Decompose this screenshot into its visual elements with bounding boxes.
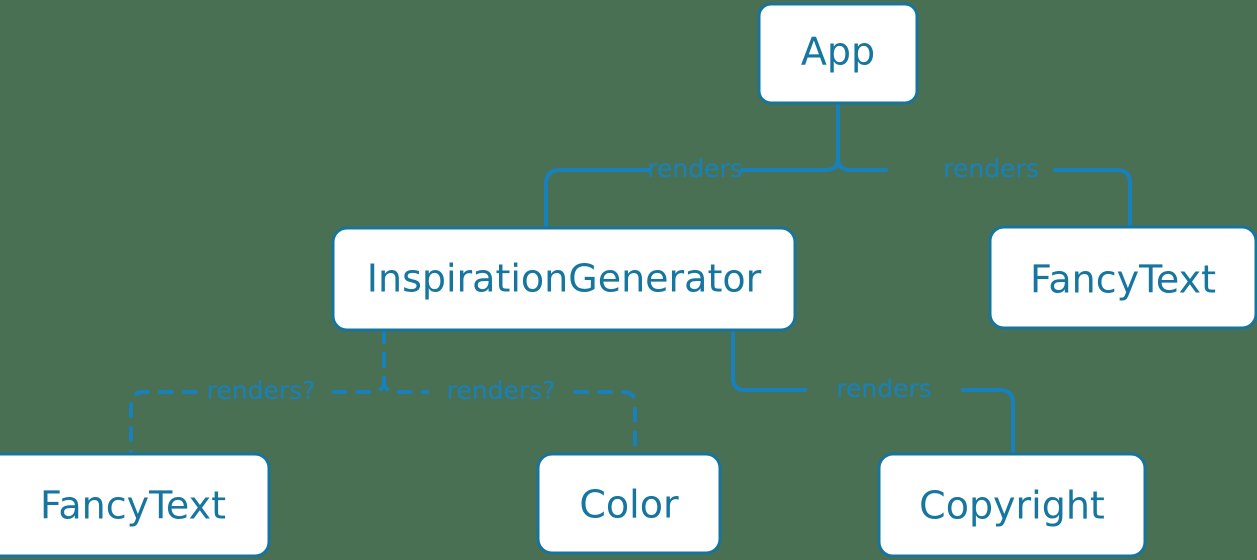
- edge-path-segment: [740, 101, 840, 172]
- edge-inspirationgenerator-to-color: renders?: [382, 328, 637, 456]
- node-copyright-label: Copyright: [919, 484, 1105, 528]
- edge-inspirationgenerator-to-copyright: renders: [731, 328, 1015, 456]
- node-color-box[interactable]: [536, 452, 722, 555]
- edge-path-segment: [1053, 168, 1132, 229]
- edge-path-segment: [961, 388, 1015, 456]
- node-app-box[interactable]: [757, 2, 919, 105]
- edge-path-segment: [544, 168, 650, 230]
- node-color[interactable]: Color: [536, 452, 722, 555]
- node-copyright[interactable]: Copyright: [877, 452, 1147, 558]
- node-copyright-box[interactable]: [877, 452, 1147, 558]
- node-fancytext-bottom-box[interactable]: [0, 452, 271, 558]
- edge-label-renders: renders: [943, 154, 1039, 183]
- edge-label-renders: renders: [836, 374, 932, 403]
- node-fancytext-right[interactable]: FancyText: [988, 225, 1257, 330]
- node-fancytext-bottom-label: FancyText: [40, 484, 226, 528]
- edge-path-segment: [129, 390, 198, 456]
- edge-path-segment: [731, 328, 807, 392]
- edge-app-to-inspirationgenerator: renders: [544, 101, 840, 230]
- node-inspirationgenerator-label: InspirationGenerator: [367, 257, 762, 301]
- node-fancytext-right-box[interactable]: [988, 225, 1257, 330]
- edge-inspirationgenerator-to-fancytext-bottom: renders?: [129, 328, 386, 456]
- node-fancytext-right-label: FancyText: [1030, 258, 1216, 302]
- edge-label-renders: renders: [647, 154, 743, 183]
- edge-app-to-fancytext-right: renders: [836, 101, 1132, 229]
- edge-label-renders-q: renders?: [207, 376, 316, 405]
- node-color-label: Color: [579, 483, 679, 527]
- edge-path-segment: [324, 328, 386, 394]
- node-inspirationgenerator-box[interactable]: [331, 226, 797, 332]
- edge-path-segment: [836, 101, 888, 172]
- node-app[interactable]: App: [757, 2, 919, 105]
- edge-path-segment: [382, 328, 429, 394]
- edge-label-renders-q: renders?: [447, 376, 556, 405]
- node-app-label: App: [801, 30, 875, 74]
- node-fancytext-bottom[interactable]: FancyText: [0, 452, 271, 558]
- node-inspirationgenerator[interactable]: InspirationGenerator: [331, 226, 797, 332]
- edge-path-segment: [573, 390, 637, 456]
